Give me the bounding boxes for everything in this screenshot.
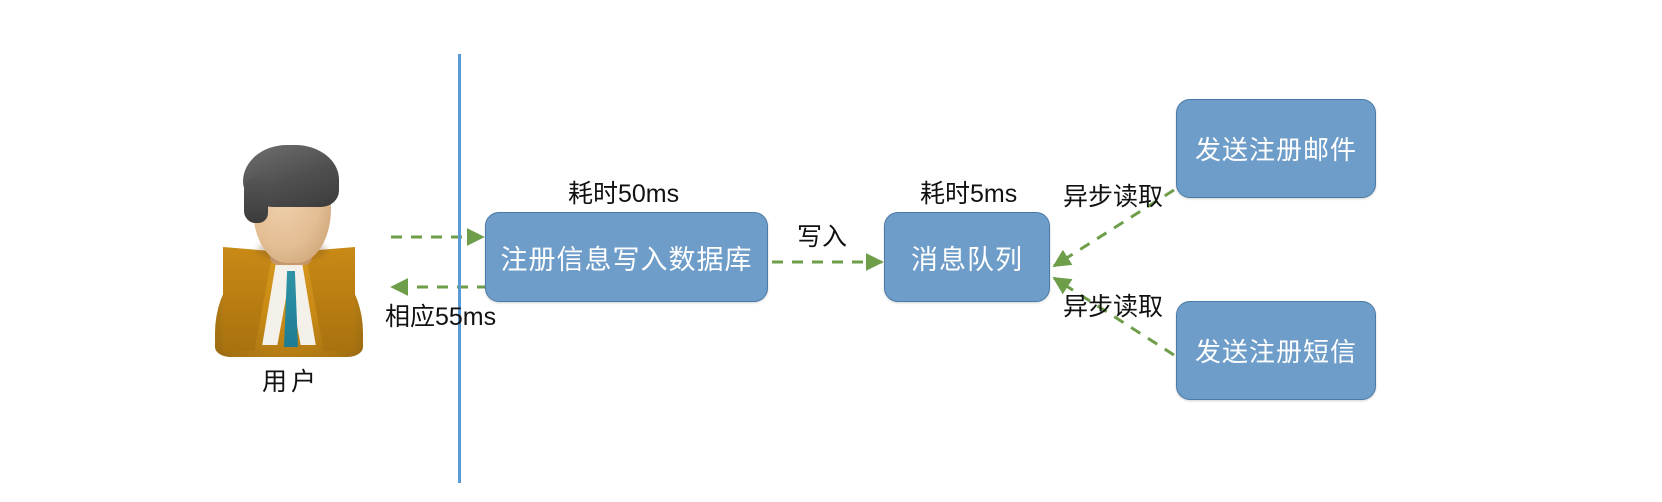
node-send-register-email[interactable]: 发送注册邮件 bbox=[1176, 99, 1376, 198]
node-message-queue[interactable]: 消息队列 bbox=[884, 212, 1050, 302]
avatar-necktie bbox=[284, 271, 298, 347]
actor-label-user: 用户 bbox=[262, 368, 321, 396]
node-send-register-sms[interactable]: 发送注册短信 bbox=[1176, 301, 1376, 400]
metric-label-cost-5ms: 耗时5ms bbox=[920, 180, 1018, 208]
node-register-write-db[interactable]: 注册信息写入数据库 bbox=[485, 212, 768, 302]
edge-label-async-read-top: 异步读取 bbox=[1063, 183, 1164, 211]
edge-label-async-read-bottom: 异步读取 bbox=[1063, 293, 1164, 321]
edge-label-response-55ms: 相应55ms bbox=[385, 303, 497, 331]
edge-label-write: 写入 bbox=[797, 223, 848, 251]
system-boundary-line bbox=[458, 54, 461, 483]
metric-label-cost-50ms: 耗时50ms bbox=[568, 180, 680, 208]
user-avatar-icon bbox=[213, 143, 365, 357]
avatar-sideburn bbox=[244, 177, 268, 223]
